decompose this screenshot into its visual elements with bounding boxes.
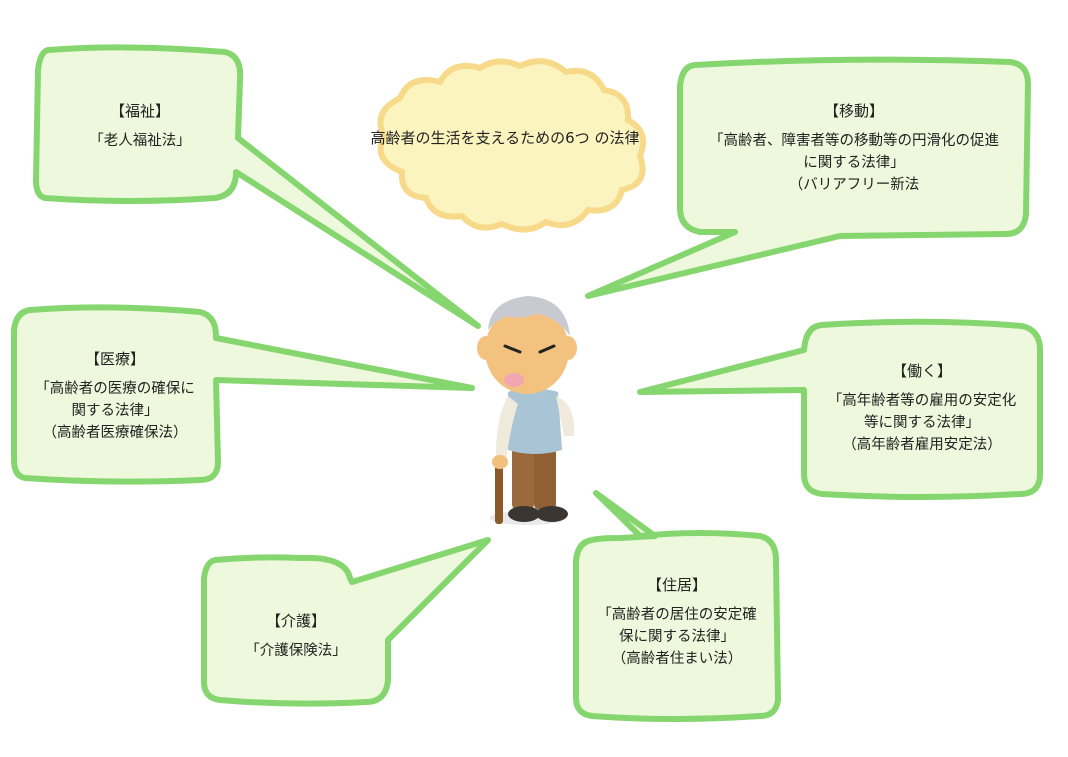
bubble-care: 【介護】 「介護保険法」: [206, 610, 386, 662]
bubble-medical: 【医療】 「高齢者の医療の確保に 関する法律」 （高齢者医療確保法）: [16, 348, 214, 444]
bubble-mobility: 【移動】 「高齢者、障害者等の移動等の円滑化の促進 に関する法律」 （バリアフリ…: [684, 100, 1024, 196]
bubble-medical-line-1: 「高齢者の医療の確保に: [35, 381, 195, 397]
bubble-work: 【働く】 「高年齢者等の雇用の安定化 等に関する法律」 （高年齢者雇用安定法）: [806, 360, 1038, 456]
center-title: 高齢者の生活を支えるための6つ の法律: [370, 127, 640, 150]
bubble-medical-title: 【医療】: [84, 350, 145, 368]
bubble-housing-title: 【住居】: [646, 576, 707, 594]
bubble-medical-line-2: 関する法律」: [71, 403, 159, 419]
elderly-man-figure: [477, 296, 577, 525]
bubble-housing-line-2: 保に関する法律」: [619, 629, 735, 645]
bubble-medical-line-3: （高齢者医療確保法）: [42, 425, 188, 441]
bubble-mobility-line-1: 「高齢者、障害者等の移動等の円滑化の促進: [709, 133, 999, 149]
bubble-mobility-line-3: （バリアフリー新法: [788, 177, 920, 193]
bubble-work-shape: [637, 318, 1043, 500]
bubble-work-line-1: 「高年齢者等の雇用の安定化: [827, 393, 1017, 409]
bubble-housing: 【住居】 「高齢者の居住の安定確 保に関する法律」 （高齢者住まい法）: [578, 574, 776, 670]
cloud-title-shape: [377, 58, 646, 233]
bubble-care-title: 【介護】: [265, 612, 326, 630]
center-title-line-2: の法律: [594, 129, 640, 147]
bubble-work-line-3: （高年齢者雇用安定法）: [842, 437, 1002, 453]
bubble-care-line-1: 「介護保険法」: [245, 643, 347, 659]
bubble-medical-shape: [11, 304, 475, 485]
bubble-housing-line-3: （高齢者住まい法）: [611, 651, 743, 667]
bubble-welfare: 【福祉】 「老人福祉法」: [40, 100, 240, 152]
bubble-housing-line-1: 「高齢者の居住の安定確: [597, 607, 757, 623]
bubble-welfare-line-1: 「老人福祉法」: [89, 133, 191, 149]
bubble-housing-shape: [573, 490, 781, 722]
bubble-care-shape: [201, 537, 491, 707]
bubble-mobility-line-2: に関する法律」: [803, 155, 905, 171]
bubble-work-line-2: 等に関する法律」: [864, 415, 980, 431]
bubble-work-title: 【働く】: [891, 362, 952, 380]
bubble-welfare-title: 【福祉】: [109, 102, 170, 120]
center-title-line-1: 高齢者の生活を支えるための6つ: [370, 129, 590, 147]
bubble-welfare-shape: [33, 44, 481, 329]
bubble-mobility-shape: [585, 56, 1031, 299]
bubble-mobility-title: 【移動】: [823, 102, 884, 120]
